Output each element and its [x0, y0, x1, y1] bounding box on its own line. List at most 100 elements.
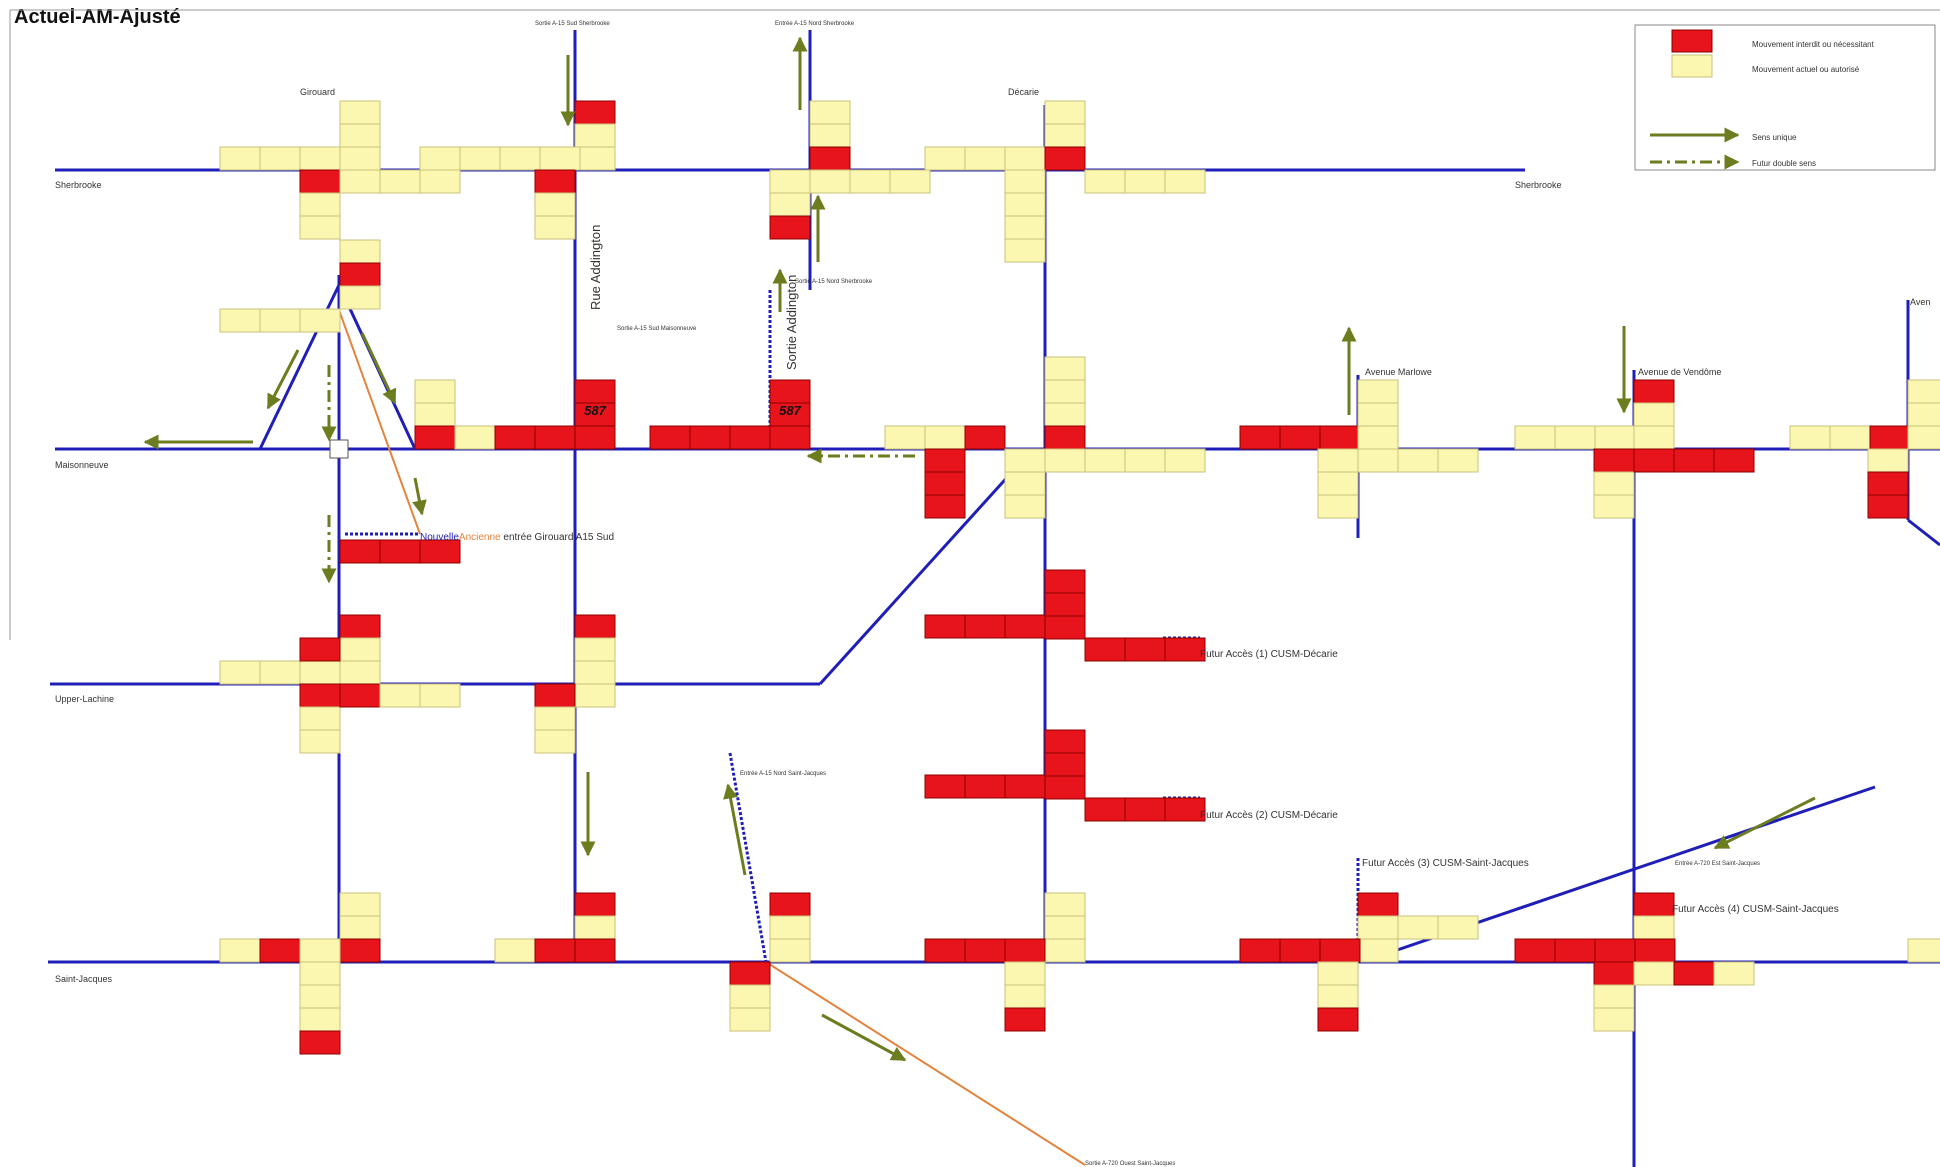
allowed-movement-cell — [1829, 425, 1871, 450]
forbidden-movement-cell — [1279, 938, 1321, 963]
allowed-movement-cell — [1317, 471, 1359, 496]
allowed-movement-cell — [299, 146, 341, 171]
allowed-movement-cell — [414, 379, 456, 404]
forbidden-movement-cell — [769, 892, 811, 917]
annotation-ancienne: Ancienne — [459, 532, 501, 543]
forbidden-movement-cell — [729, 425, 771, 450]
allowed-movement-cell — [339, 892, 381, 917]
legend-label-future-two-way: Futur double sens — [1752, 159, 1816, 168]
forbidden-movement-cell — [574, 379, 616, 404]
ramp-label-sortie-a15-sud-maisonneuve: Sortie A-15 Sud Maisonneuve — [617, 326, 697, 332]
allowed-movement-cell — [1124, 169, 1166, 194]
street-label-saint-jacques: Saint-Jacques — [55, 974, 113, 984]
forbidden-movement-cell — [1164, 797, 1206, 822]
allowed-movement-cell — [339, 637, 381, 662]
forbidden-movement-cell — [1044, 146, 1086, 171]
forbidden-movement-cell — [964, 938, 1006, 963]
street-label-maisonneuve: Maisonneuve — [55, 460, 109, 470]
allowed-movement-cell — [1907, 379, 1940, 404]
allowed-movement-cell — [1633, 961, 1675, 986]
allowed-movement-cell — [299, 706, 341, 731]
forbidden-movement-cell — [769, 402, 811, 427]
forbidden-movement-cell — [1004, 1007, 1046, 1032]
forbidden-movement-cell — [1004, 938, 1046, 963]
forbidden-movement-cell — [1044, 569, 1086, 594]
allowed-movement-cell — [1907, 938, 1940, 963]
allowed-movement-cell — [729, 984, 771, 1009]
forbidden-movement-cell — [729, 961, 771, 986]
allowed-movement-cell — [1164, 169, 1206, 194]
forbidden-movement-cell — [1084, 637, 1126, 662]
allowed-movement-cell — [1084, 169, 1126, 194]
allowed-movement-cell — [574, 123, 616, 148]
forbidden-movement-cell — [1044, 775, 1086, 800]
allowed-movement-cell — [1004, 471, 1046, 496]
allowed-movement-cell — [219, 308, 261, 333]
street-labels: Sherbrooke Sherbrooke Maisonneuve Upper-… — [55, 87, 1930, 984]
allowed-movement-cell — [339, 239, 381, 264]
allowed-movement-cell — [419, 169, 461, 194]
allowed-movement-cell — [1124, 448, 1166, 473]
allowed-movement-cell — [1437, 448, 1479, 473]
allowed-movement-cell — [414, 402, 456, 427]
arrow-a720-sortie — [821, 1013, 907, 1062]
arrow-a720-entree — [1713, 796, 1816, 850]
annotation-futur-acces-3: Futur Accès (3) CUSM-Saint-Jacques — [1362, 858, 1529, 869]
forbidden-movement-cell — [1713, 448, 1755, 473]
forbidden-movement-cell — [419, 539, 461, 564]
forbidden-movement-cell — [769, 215, 811, 240]
arrow-a15-nord-ramp — [723, 783, 747, 876]
allowed-movement-cell — [769, 938, 811, 963]
forbidden-movement-cell — [924, 938, 966, 963]
allowed-movement-cell — [1633, 402, 1675, 427]
allowed-movement-cell — [494, 938, 536, 963]
allowed-movement-cell — [299, 660, 341, 685]
street-label-rue-addington: Rue Addington — [588, 225, 603, 310]
forbidden-movement-cell — [769, 425, 811, 450]
allowed-movement-cell — [1907, 402, 1940, 427]
allowed-movement-cell — [574, 660, 616, 685]
forbidden-movement-cell — [494, 425, 536, 450]
allowed-movement-cell — [1164, 448, 1206, 473]
forbidden-movement-cell — [769, 379, 811, 404]
street-label-upper-lachine: Upper-Lachine — [55, 694, 114, 704]
ramp-label-sortie-a15-nord-sherbrooke: Sortie A-15 Nord Sherbrooke — [795, 279, 873, 285]
forbidden-movement-cell — [809, 146, 851, 171]
forbidden-movement-cell — [339, 262, 381, 287]
forbidden-movement-cell — [1319, 938, 1361, 963]
street-label-decarie: Décarie — [1008, 87, 1039, 97]
allowed-movement-cell — [454, 425, 496, 450]
allowed-movement-cell — [1789, 425, 1831, 450]
allowed-movement-cell — [884, 425, 926, 450]
forbidden-movement-cell — [1554, 938, 1596, 963]
allowed-movement-cell — [809, 123, 851, 148]
allowed-movement-cell — [339, 100, 381, 125]
forbidden-movement-cell — [1594, 938, 1636, 963]
allowed-movement-cell — [499, 146, 541, 171]
forbidden-movement-cell — [1164, 637, 1206, 662]
allowed-movement-cell — [574, 637, 616, 662]
allowed-movement-cell — [1004, 215, 1046, 240]
forbidden-movement-cell — [1593, 961, 1635, 986]
allowed-movement-cell — [1004, 192, 1046, 217]
legend-red-box — [1671, 29, 1713, 53]
allowed-movement-cell — [299, 961, 341, 986]
allowed-movement-cell — [1317, 961, 1359, 986]
annotation-futur-acces-4: Futur Accès (4) CUSM-Saint-Jacques — [1672, 904, 1839, 915]
allowed-movement-cell — [574, 915, 616, 940]
ramp-label-entree-a15-nord-sherbrooke: Entrée A-15 Nord Sherbrooke — [775, 21, 855, 27]
street-avenue-right-tail — [1907, 518, 1940, 547]
allowed-movement-cell — [769, 915, 811, 940]
allowed-movement-cell — [1867, 448, 1909, 473]
annotation-futur-acces-2: Futur Accès (2) CUSM-Décarie — [1200, 810, 1338, 821]
forbidden-movement-cell — [379, 539, 421, 564]
forbidden-movement-cell — [339, 938, 381, 963]
allowed-movement-cell — [1044, 448, 1086, 473]
forbidden-movement-cell — [1593, 448, 1635, 473]
allowed-movement-cell — [1514, 425, 1556, 450]
allowed-movement-cell — [534, 706, 576, 731]
allowed-movement-cell — [1594, 425, 1636, 450]
forbidden-movement-cell — [1239, 938, 1281, 963]
allowed-movement-cell — [1004, 448, 1046, 473]
